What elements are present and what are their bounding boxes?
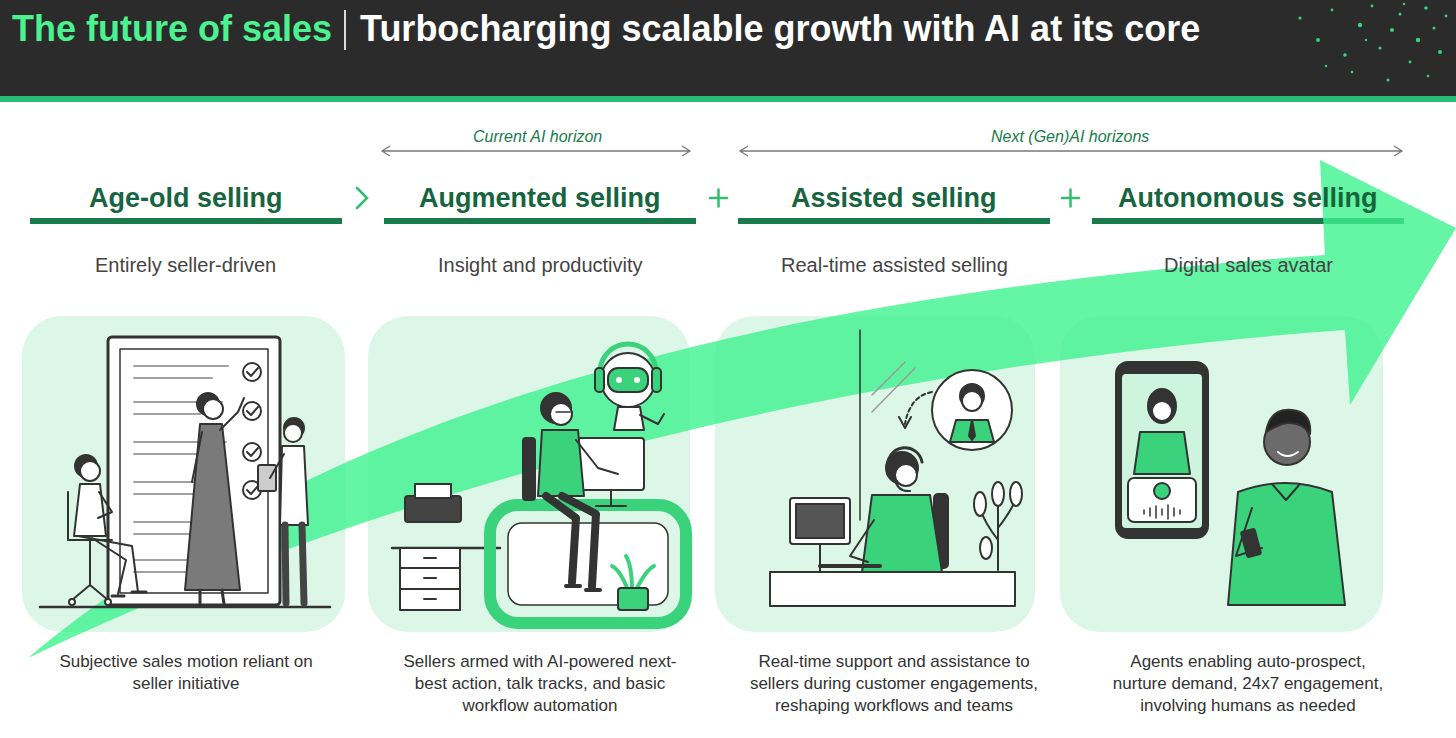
stage-column: Age-old sellingEntirely seller-drivenSub…	[30, 165, 342, 730]
stage-description: Agents enabling auto-prospect, nurture d…	[1104, 651, 1392, 717]
stage-description: Sellers armed with AI-powered next-best …	[394, 651, 686, 717]
horizon-label: Next (Gen)AI horizons	[991, 127, 1149, 147]
title-subtitle: Turbocharging scalable growth with AI at…	[360, 8, 1200, 50]
stage-heading: Assisted selling	[791, 182, 997, 214]
stage-subtitle: Digital sales avatar	[1164, 253, 1333, 277]
title-divider	[344, 10, 346, 50]
stage-description: Subjective sales motion reliant on selle…	[50, 651, 322, 695]
age-old-illustration	[40, 337, 330, 607]
stage-heading: Age-old selling	[89, 182, 283, 214]
header-band	[0, 0, 1456, 96]
horizon-label: Current AI horizon	[473, 127, 602, 147]
stage-column: Assisted sellingReal-time assisted selli…	[738, 165, 1050, 730]
stage-heading: Augmented selling	[419, 182, 661, 214]
stage-description: Real-time support and assistance to sell…	[734, 651, 1054, 717]
heading-rules	[30, 218, 1404, 224]
assisted-illustration	[770, 330, 1022, 606]
decor-dots	[1298, 3, 1447, 82]
stage-subtitle: Real-time assisted selling	[781, 253, 1008, 277]
horizon-brackets	[382, 146, 1402, 156]
autonomous-illustration	[1116, 362, 1345, 605]
stage-subtitle: Entirely seller-driven	[95, 253, 276, 277]
stage-heading: Autonomous selling	[1118, 182, 1378, 214]
header-rule	[0, 96, 1456, 102]
growth-arrow	[28, 160, 1456, 658]
stage-column: Autonomous sellingDigital sales avatarAg…	[1092, 165, 1404, 730]
augmented-illustration	[392, 344, 686, 623]
page-title: The future of sales	[12, 8, 332, 50]
stage-column: Augmented sellingInsight and productivit…	[384, 165, 696, 730]
stage-subtitle: Insight and productivity	[438, 253, 643, 277]
